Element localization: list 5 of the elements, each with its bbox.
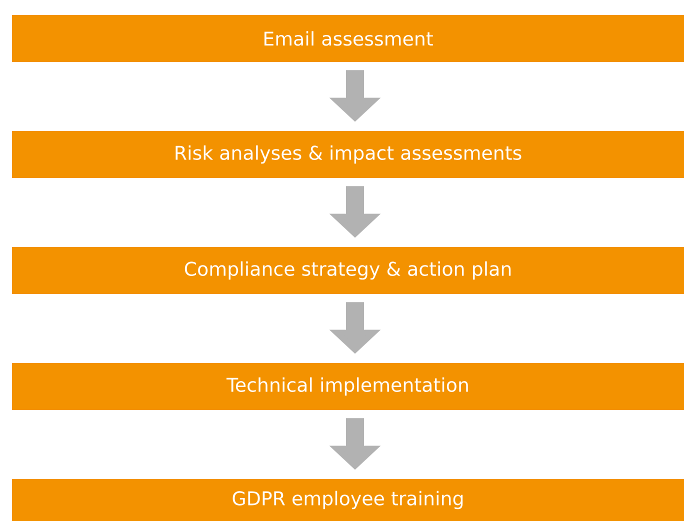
process-box: Compliance strategy & action plan: [12, 246, 684, 294]
process-box: Risk analyses & impact assessments: [12, 130, 684, 178]
process-box: GDPR employee training: [12, 478, 684, 521]
process-box: Technical implementation: [12, 362, 684, 410]
process-box: Email assessment: [12, 15, 684, 62]
